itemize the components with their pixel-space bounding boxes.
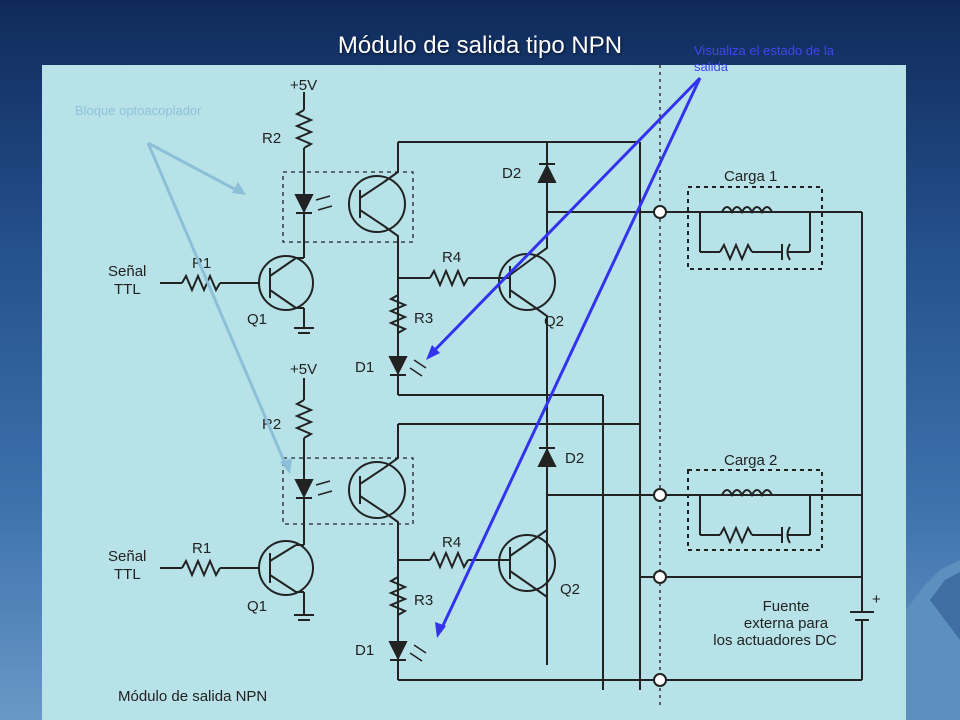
terminal-3: [653, 570, 667, 584]
r3-label-bottom: R3: [414, 592, 433, 609]
q2-label-bottom: Q2: [560, 581, 580, 598]
r3-resistor-top: [388, 294, 408, 334]
r2-label-top: R2: [262, 130, 281, 147]
r3-label-top: R3: [414, 310, 433, 327]
diagram-panel: [42, 65, 906, 720]
optocoupler-annotation: Bloque optoacoplador: [75, 103, 202, 118]
opto-led-bottom: [294, 479, 314, 499]
r4-label-bottom: R4: [442, 534, 461, 551]
source-label-1: Fuente: [763, 598, 810, 615]
q1-label-bottom: Q1: [247, 598, 267, 615]
status-arrow-lower: [438, 77, 702, 633]
page-title: Módulo de salida tipo NPN: [337, 32, 623, 59]
load-2-label: Carga 2: [724, 452, 777, 469]
signal-label-top-1: Señal: [108, 263, 146, 280]
d2-diode-top: [537, 163, 557, 183]
optocoupler-box-top: [282, 171, 414, 243]
battery-plus-label: +: [872, 591, 881, 608]
q2-label-top: Q2: [544, 313, 564, 330]
terminal-1: [653, 205, 667, 219]
d1-led-top: [388, 356, 408, 376]
opto-transistor-top: [348, 175, 406, 233]
terminal-4: [653, 673, 667, 687]
signal-label-bottom-2: TTL: [114, 566, 141, 583]
load-box-1: [687, 186, 823, 270]
opto-transistor-bottom: [348, 461, 406, 519]
output-status-annotation: Visualiza el estado de la salida: [694, 43, 834, 74]
q1-label-top: Q1: [247, 311, 267, 328]
r1-resistor-top: [181, 273, 221, 293]
d1-label-bottom: D1: [355, 642, 374, 659]
d1-led-bottom: [388, 641, 408, 661]
r4-resistor-bottom: [429, 550, 469, 570]
d2-label-bottom: D2: [565, 450, 584, 467]
optocoupler-box-bottom: [282, 457, 414, 525]
d1-label-top: D1: [355, 359, 374, 376]
source-label-3: los actuadores DC: [713, 632, 837, 649]
supply-label-bottom: +5V: [290, 361, 317, 378]
r4-label-top: R4: [442, 249, 461, 266]
opto-arrow-upper: [147, 141, 241, 194]
signal-label-top-2: TTL: [114, 281, 141, 298]
r1-label-bottom: R1: [192, 540, 211, 557]
d2-label-top: D2: [502, 165, 521, 182]
opto-arrow-lower: [146, 142, 289, 469]
r3-resistor-bottom: [388, 576, 408, 616]
r2-resistor-top: [294, 109, 314, 149]
load-1-label: Carga 1: [724, 168, 777, 185]
r4-resistor-top: [429, 268, 469, 288]
source-label-2: externa para: [744, 615, 829, 632]
status-arrow-upper: [428, 76, 702, 357]
supply-label-top: +5V: [290, 77, 317, 94]
module-label: Módulo de salida NPN: [118, 688, 267, 705]
q2-transistor-bottom: [498, 534, 556, 592]
signal-label-bottom-1: Señal: [108, 548, 146, 565]
r1-resistor-bottom: [181, 558, 221, 578]
terminal-2: [653, 488, 667, 502]
r2-resistor-bottom: [294, 399, 314, 439]
opto-led-top: [294, 194, 314, 214]
d2-diode-bottom: [537, 447, 557, 467]
load-box-2: [687, 469, 823, 551]
